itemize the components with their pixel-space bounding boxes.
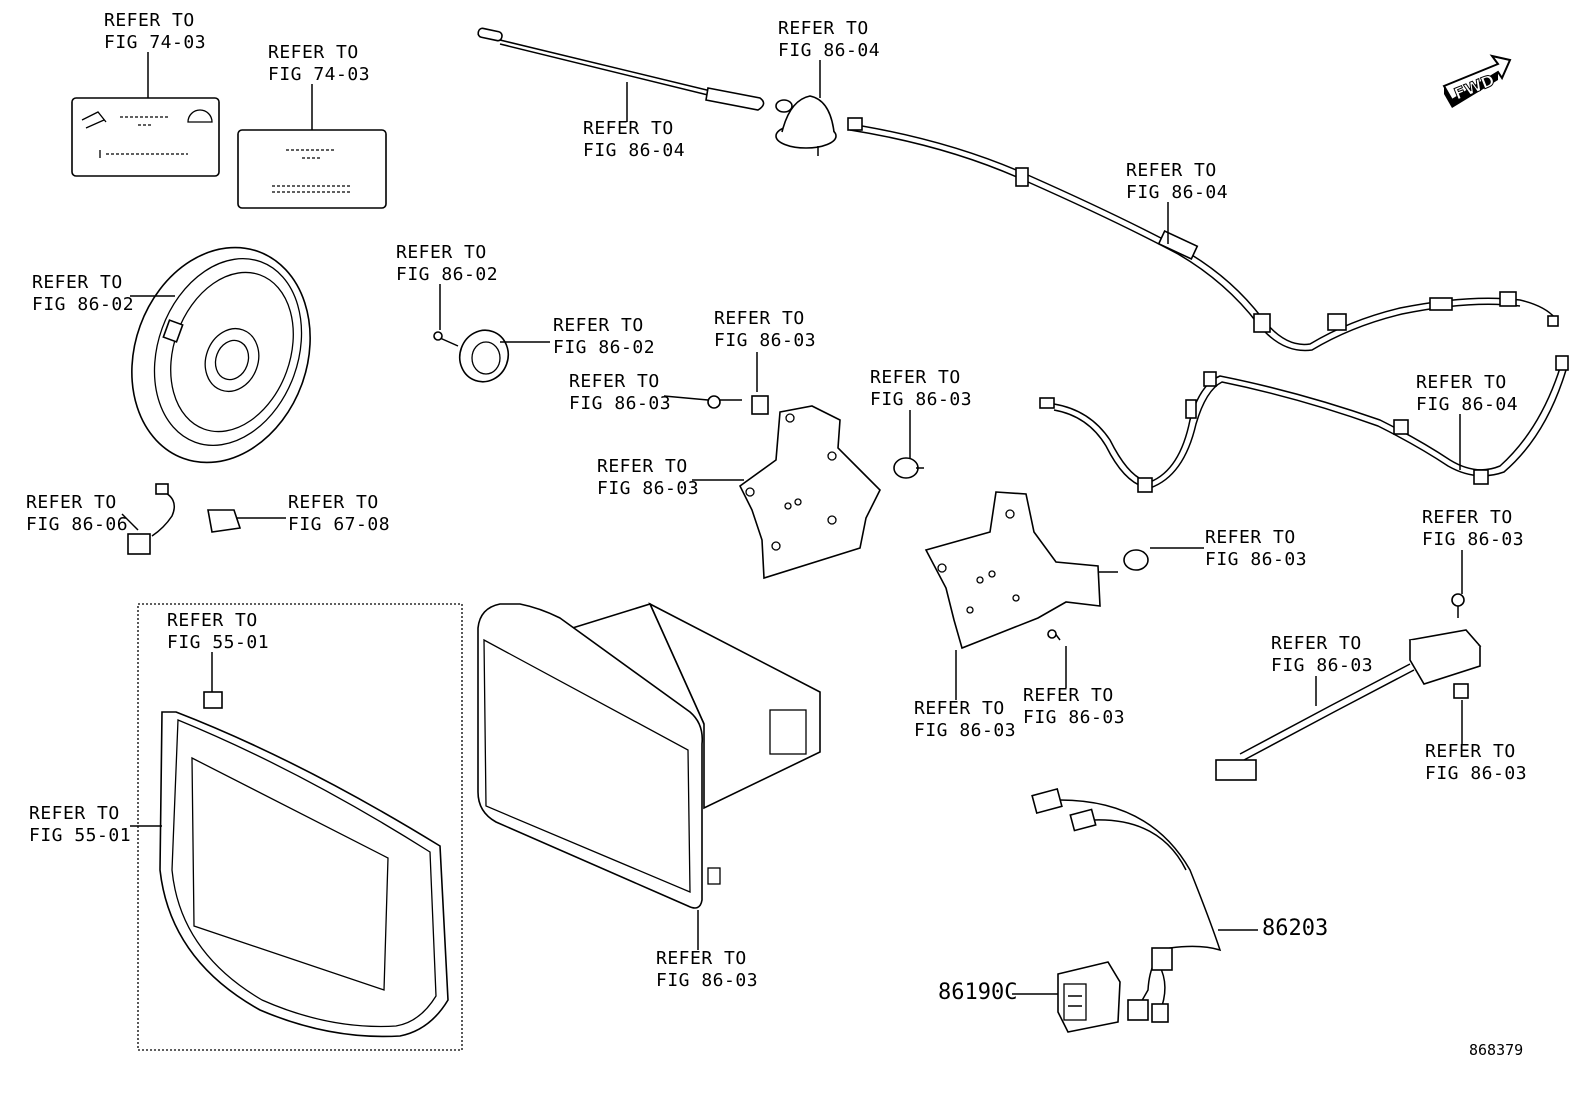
callout-line1: REFER TO [870, 367, 961, 388]
callout-line2: FIG 86-04 [1416, 394, 1519, 415]
callout-line1: REFER TO [104, 10, 195, 31]
callout-line1: REFER TO [1422, 507, 1513, 528]
callout-line2: FIG 55-01 [167, 632, 270, 653]
callout-line1: REFER TO [553, 315, 644, 336]
callout-line2: FIG 86-02 [396, 264, 499, 285]
callout-line1: REFER TO [288, 492, 379, 513]
callout-line1: REFER TO [583, 118, 674, 139]
callout-line2: FIG 86-04 [1126, 182, 1229, 203]
callout-line2: FIG 74-03 [104, 32, 207, 53]
part-number-86203: 86203 [1262, 916, 1329, 941]
antenna-cable [847, 117, 1559, 352]
callout-line1: REFER TO [597, 456, 688, 477]
fwd-arrow-icon: FWD [1442, 54, 1512, 108]
callout-line1: REFER TO [26, 492, 117, 513]
callout-line2: FIG 86-02 [553, 337, 656, 358]
callout-line1: REFER TO [396, 242, 487, 263]
callout-line2: FIG 86-02 [32, 294, 135, 315]
usb-harness [1031, 787, 1222, 1023]
usb-socket [1057, 961, 1121, 1033]
callout-line2: FIG 86-03 [1023, 707, 1126, 728]
callout-line2: FIG 67-08 [288, 514, 391, 535]
callout-line1: REFER TO [1023, 685, 1114, 706]
sub-cable [1039, 355, 1569, 493]
connector-lead [127, 483, 175, 555]
callout-line2: FIG 86-03 [714, 330, 817, 351]
callout-line1: REFER TO [29, 803, 120, 824]
callout-line1: REFER TO [778, 18, 869, 39]
info-label-card [237, 129, 387, 209]
caution-label-card [71, 97, 220, 177]
part-number-86190c: 86190C [938, 980, 1018, 1005]
callout-line1: REFER TO [656, 948, 747, 969]
antenna-base [775, 95, 837, 156]
callout-line1: REFER TO [569, 371, 660, 392]
callout-line1: REFER TO [1271, 633, 1362, 654]
callout-line2: FIG 86-03 [1422, 529, 1525, 550]
small-cover [207, 509, 242, 533]
leader-lines [121, 52, 1463, 995]
head-unit [477, 602, 821, 909]
callout-line2: FIG 55-01 [29, 825, 132, 846]
tweeter [433, 329, 510, 383]
callout-line1: REFER TO [1205, 527, 1296, 548]
callout-line2: FIG 86-03 [1205, 549, 1308, 570]
antenna-rod [477, 27, 765, 111]
callout-line1: REFER TO [914, 698, 1005, 719]
bracket-right [924, 491, 1149, 650]
callout-line2: FIG 86-03 [1425, 763, 1528, 784]
sensor-module [1215, 593, 1482, 781]
callout-line2: FIG 86-03 [914, 720, 1017, 741]
callout-line1: REFER TO [1416, 372, 1507, 393]
callout-line1: REFER TO [714, 308, 805, 329]
callout-line2: FIG 86-04 [583, 140, 686, 161]
callout-line1: REFER TO [1425, 741, 1516, 762]
callout-line2: FIG 86-03 [656, 970, 759, 991]
callout-line2: FIG 86-03 [569, 393, 672, 414]
callout-line1: REFER TO [167, 610, 258, 631]
illustration-number: 868379 [1469, 1041, 1524, 1059]
callout-line2: FIG 86-03 [597, 478, 700, 499]
bezel-inset-box [137, 603, 463, 1051]
screw-and-clip [707, 395, 924, 479]
callout-line2: FIG 86-04 [778, 40, 881, 61]
speaker [131, 246, 311, 464]
callout-line2: FIG 86-03 [870, 389, 973, 410]
callout-line1: REFER TO [268, 42, 359, 63]
callout-line2: FIG 86-06 [26, 514, 129, 535]
callout-line1: REFER TO [1126, 160, 1217, 181]
bracket-left [738, 405, 881, 580]
callout-line2: FIG 74-03 [268, 64, 371, 85]
callout-line1: REFER TO [32, 272, 123, 293]
callout-line2: FIG 86-03 [1271, 655, 1374, 676]
